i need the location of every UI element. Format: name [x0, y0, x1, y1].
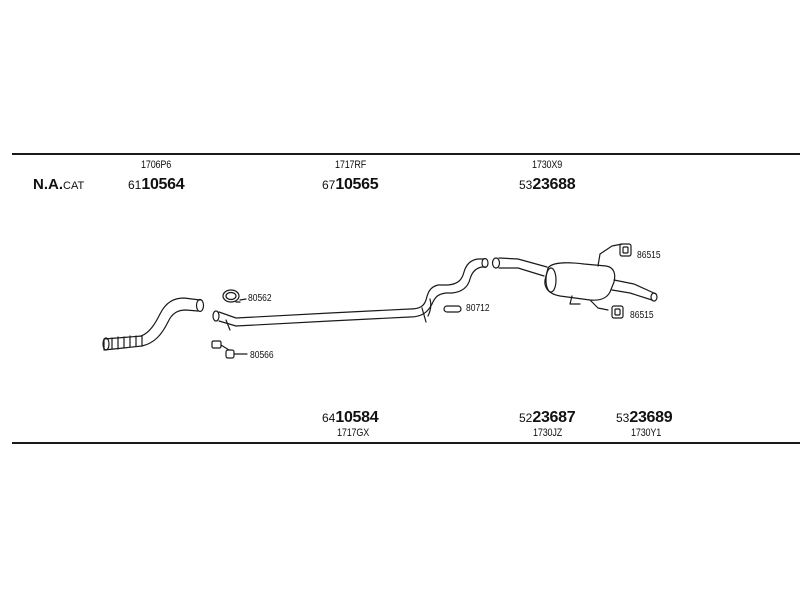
- part-ref-top-1: 1706P6: [141, 159, 172, 171]
- part-number-top-2: 6710565: [322, 176, 379, 193]
- part-ref-bottom-2: 1730JZ: [533, 427, 563, 439]
- part-ref-top-3: 1730X9: [532, 159, 563, 171]
- centre-pipe: [212, 257, 489, 331]
- callout-gasket-label: 80712: [466, 303, 490, 314]
- front-pipe-assembly: [102, 297, 205, 351]
- part-number-bottom-1: 6410584: [322, 409, 379, 426]
- part-number-prefix: 52: [519, 411, 533, 425]
- top-border-line: [12, 153, 800, 155]
- part-number-top-3: 5323688: [519, 176, 576, 193]
- catalyst-label-bold: N.A.: [33, 176, 63, 193]
- part-number-prefix: 67: [322, 178, 336, 192]
- catalyst-label-small: CAT: [63, 180, 85, 192]
- part-number-main: 10565: [335, 176, 379, 193]
- intermediate-pipe: [491, 257, 548, 277]
- callout-clamp-label: 80562: [248, 293, 272, 304]
- gasket-icon: [443, 305, 462, 313]
- part-number-main: 10564: [141, 176, 185, 193]
- part-number-main: 23687: [532, 409, 576, 426]
- part-number-prefix: 53: [616, 411, 630, 425]
- part-number-prefix: 61: [128, 178, 142, 192]
- part-number-main: 23688: [532, 176, 576, 193]
- bottom-border-line: [12, 442, 800, 444]
- part-ref-bottom-3: 1730Y1: [631, 427, 662, 439]
- part-number-main: 23689: [629, 409, 673, 426]
- part-ref-top-2: 1717RF: [335, 159, 367, 171]
- part-number-bottom-2: 5223687: [519, 409, 576, 426]
- mount-top-icon: [619, 243, 632, 257]
- catalyst-label: N.A.CAT: [33, 177, 84, 192]
- callout-bracket-label: 80566: [250, 350, 274, 361]
- part-number-bottom-3: 5323689: [616, 409, 673, 426]
- callout-mount-top-label: 86515: [637, 250, 661, 261]
- part-number-main: 10584: [335, 409, 379, 426]
- mount-bottom-icon: [611, 305, 624, 319]
- part-number-prefix: 53: [519, 178, 533, 192]
- part-ref-bottom-1: 1717GX: [337, 427, 370, 439]
- rear-muffler: [544, 243, 658, 311]
- callout-mount-bottom-label: 86515: [630, 310, 654, 321]
- bracket-icon: [211, 340, 248, 359]
- clamp-icon: [222, 289, 247, 303]
- part-number-top-1: 6110564: [128, 176, 185, 193]
- part-number-prefix: 64: [322, 411, 336, 425]
